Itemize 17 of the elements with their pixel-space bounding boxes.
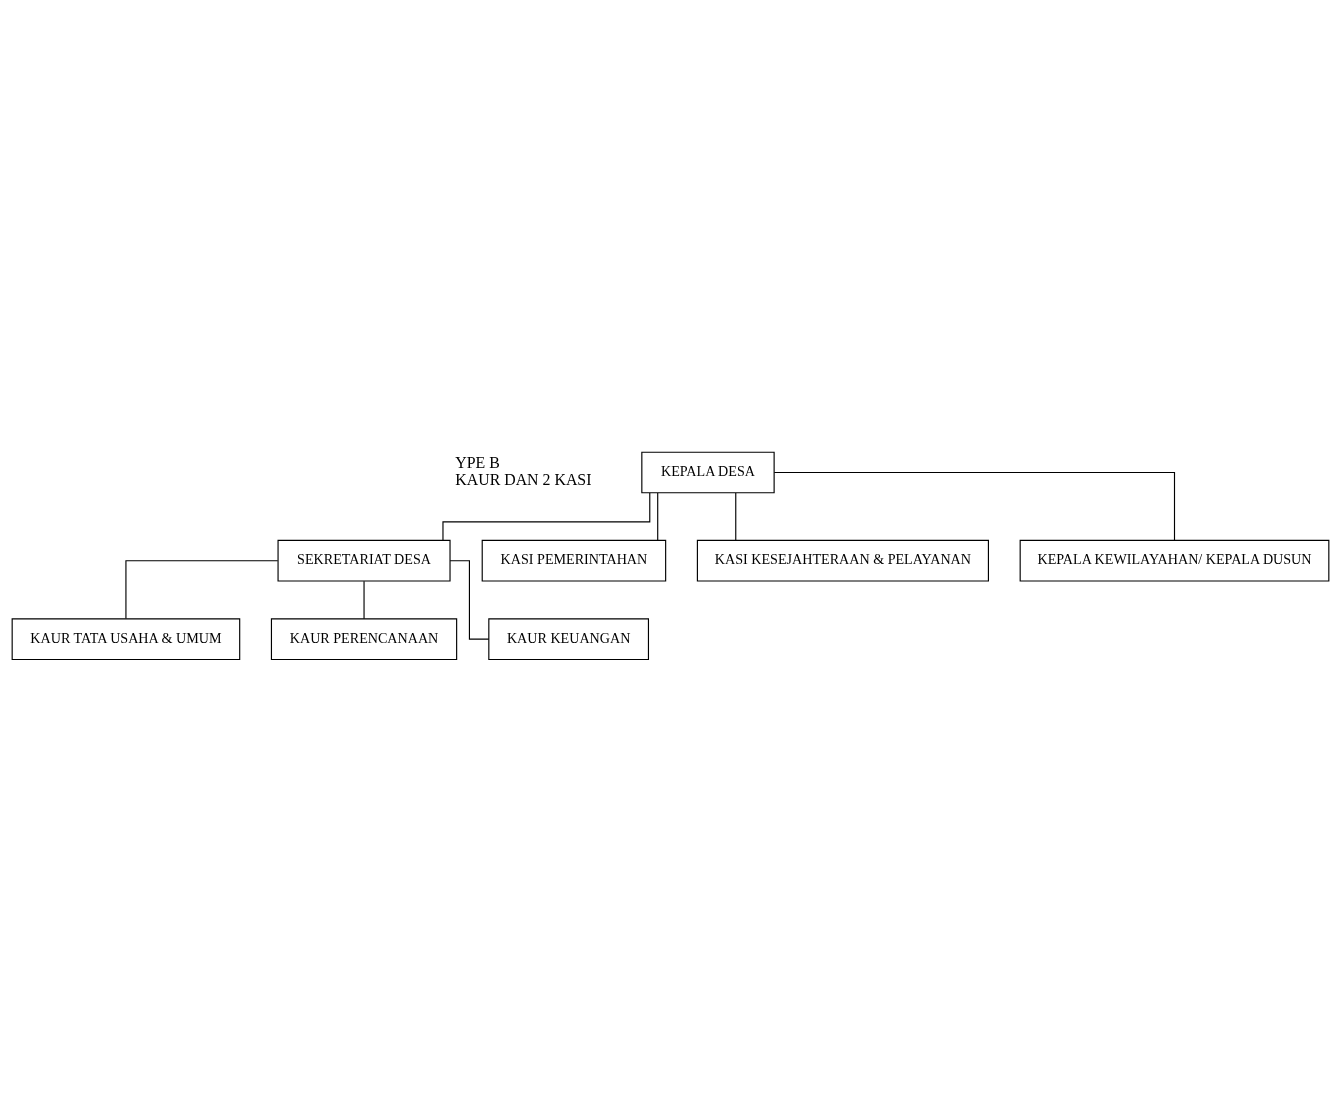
connector (125, 559, 279, 619)
connector (773, 471, 1176, 541)
node-box: KAUR KEUANGAN (488, 617, 650, 660)
node-box: KEPALA KEWILAYAHAN/ KEPALA DUSUN (1019, 539, 1330, 582)
connector (657, 491, 659, 541)
connector (363, 580, 365, 619)
node-box: KASI PEMERINTAHAN (481, 539, 667, 582)
connector (735, 491, 737, 541)
node-box: SEKRETARIAT DESA (277, 539, 451, 582)
connector (449, 559, 490, 640)
node-box: KEPALA DESA (641, 451, 775, 493)
label: YPE B (455, 453, 500, 471)
label: KAUR DAN 2 KASI (455, 470, 592, 488)
node-box: KASI KESEJAHTERAAN & PELAYANAN (696, 539, 989, 582)
node-box: KAUR TATA USAHA & UMUM (11, 617, 241, 660)
node-box: KAUR PERENCANAAN (270, 617, 458, 660)
connector (442, 491, 651, 541)
